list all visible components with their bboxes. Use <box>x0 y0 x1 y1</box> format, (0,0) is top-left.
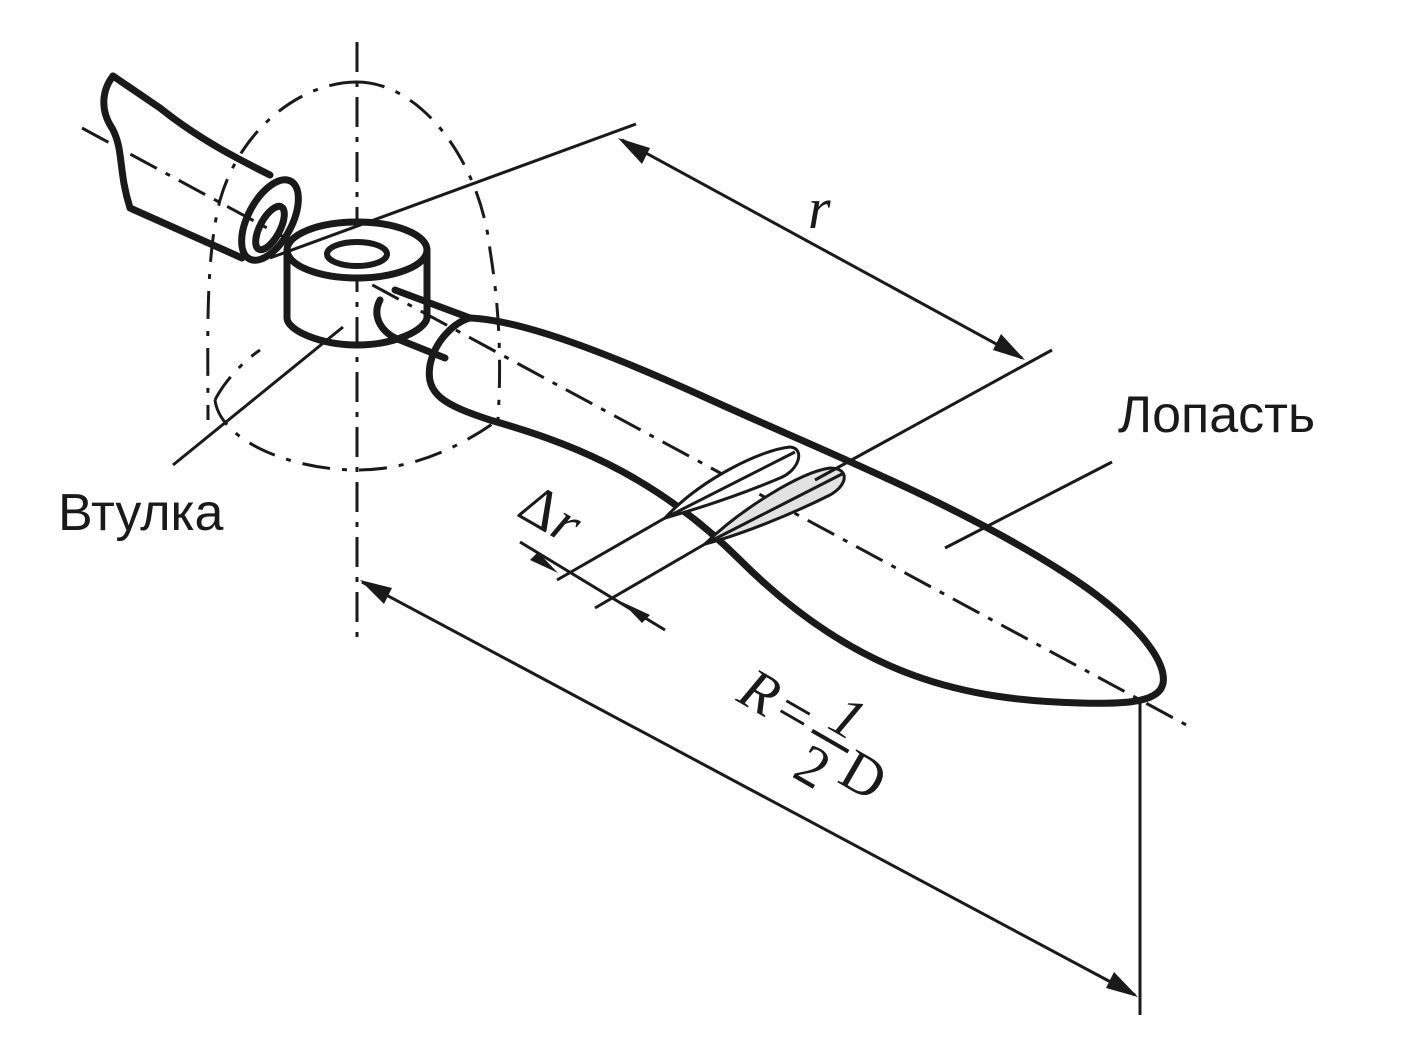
shank-top <box>391 286 474 322</box>
arrow-dr-2 <box>622 602 650 623</box>
dim-line-r <box>621 138 1023 360</box>
blade-axis <box>81 126 1193 730</box>
hub-leader-line <box>172 325 344 467</box>
arrow-R-start <box>360 580 392 604</box>
arrow-r-end <box>993 334 1025 360</box>
blade-stub-top <box>109 72 274 179</box>
hub-body <box>283 246 431 349</box>
blade-leader-line <box>944 460 1113 550</box>
hub-label: Втулка <box>58 484 223 542</box>
ext-line-r-start <box>269 122 637 260</box>
spinner-envelope-right <box>356 80 502 421</box>
fraction-bar <box>811 728 850 754</box>
arrow-R-end <box>1106 972 1138 997</box>
blade-label: Лопасть <box>1118 386 1315 444</box>
spinner-envelope-inner <box>213 348 261 401</box>
dim-line-R <box>361 580 1136 997</box>
spinner-envelope-left <box>206 80 358 421</box>
arrow-dr-1 <box>530 552 558 573</box>
ext-line-r-end <box>814 348 1053 482</box>
hub-bore <box>324 239 390 269</box>
airfoil-chord-2 <box>704 472 843 546</box>
radius-r-label: r <box>808 176 831 241</box>
ext-line-dr-1 <box>556 516 666 582</box>
blade-outline <box>425 314 1167 707</box>
shank-end <box>373 296 449 362</box>
blade-stub-outline <box>100 72 246 262</box>
stub-shank-inner <box>252 202 288 254</box>
arrow-r-start <box>618 138 650 164</box>
airfoil-chord-1 <box>664 450 796 520</box>
stub-shank-ring <box>238 176 302 264</box>
